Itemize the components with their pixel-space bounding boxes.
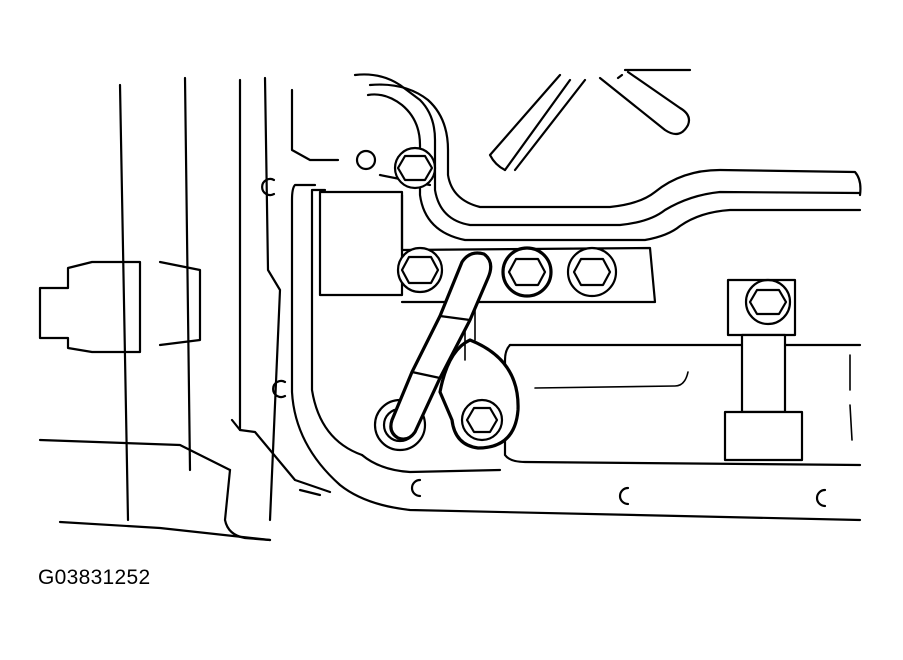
valve-body	[320, 175, 655, 302]
valve-body-bolts	[395, 148, 616, 296]
bolt-top	[395, 148, 435, 188]
detent-spring-rod	[391, 253, 491, 439]
oil-pipes	[355, 70, 860, 240]
pan-lip	[362, 455, 500, 472]
bolt-1	[398, 248, 442, 292]
oil-pan	[292, 185, 860, 520]
right-bracket	[725, 280, 802, 460]
figure-code: G03831252	[38, 566, 151, 589]
bolt-3	[568, 248, 616, 296]
pan-bolt-holes	[262, 151, 825, 506]
bolt-2	[503, 248, 551, 296]
transmission-oil-pan-diagram	[0, 0, 903, 560]
transmission-housing	[40, 78, 338, 540]
